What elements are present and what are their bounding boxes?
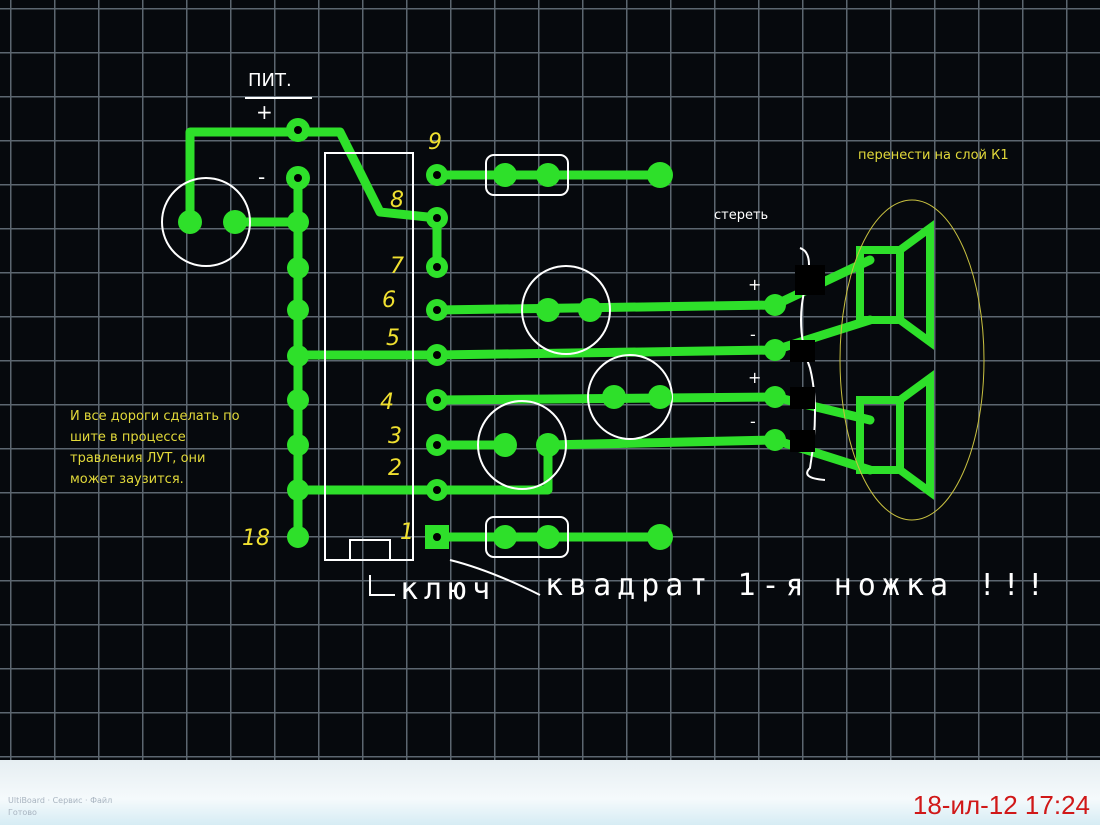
pin-label: 7 (390, 254, 404, 279)
status-bar: UltiBoard · Сервис · Файл Готово 18-ил-1… (0, 760, 1100, 825)
power-label: ПИТ. (248, 70, 292, 91)
note-line: может заузится. (70, 472, 184, 487)
note-line: травления ЛУТ, они (70, 451, 206, 466)
pin-label: 2 (388, 456, 402, 481)
pin-label: 8 (390, 188, 404, 213)
pcb-drawing (161, 97, 985, 596)
pin-label: 9 (428, 130, 442, 155)
drill-holes (294, 126, 825, 541)
pin-label: 6 (382, 288, 396, 313)
status-line: UltiBoard · Сервис · Файл (8, 796, 113, 805)
pin-label: 1 (400, 520, 414, 545)
key-note: ключ (400, 572, 497, 607)
pin-label: 3 (388, 424, 402, 449)
minus-label: - (258, 165, 266, 189)
out-sign: - (750, 412, 756, 431)
pin-label: 4 (380, 390, 394, 415)
square-pin-note: квадрат 1-я ножка !!! (545, 568, 1051, 603)
status-line: Готово (8, 808, 37, 817)
note-line: И все дороги сделать по (70, 409, 240, 424)
pin-label: 18 (242, 526, 270, 551)
plus-label: + (256, 100, 273, 124)
out-sign: - (750, 325, 756, 344)
routing-note: И все дороги сделать по шите в процессе … (70, 406, 240, 490)
status-text: UltiBoard · Сервис · Файл Готово (8, 795, 112, 819)
speakers (856, 220, 934, 500)
out-sign: + (748, 368, 762, 387)
pin-label: 5 (386, 326, 400, 351)
erase-note: стереть (714, 208, 769, 223)
move-to-layer-note: перенести на слой К1 (858, 148, 1009, 163)
pads (178, 118, 786, 550)
out-sign: + (748, 275, 762, 294)
photo-timestamp: 18-ил-12 17:24 (912, 790, 1090, 820)
note-line: шите в процессе (70, 430, 186, 445)
selection-ellipse (839, 199, 985, 521)
pcb-layout-canvas[interactable]: ПИТ. + - 9 8 7 6 5 4 3 2 1 18 перенести … (0, 0, 1100, 760)
